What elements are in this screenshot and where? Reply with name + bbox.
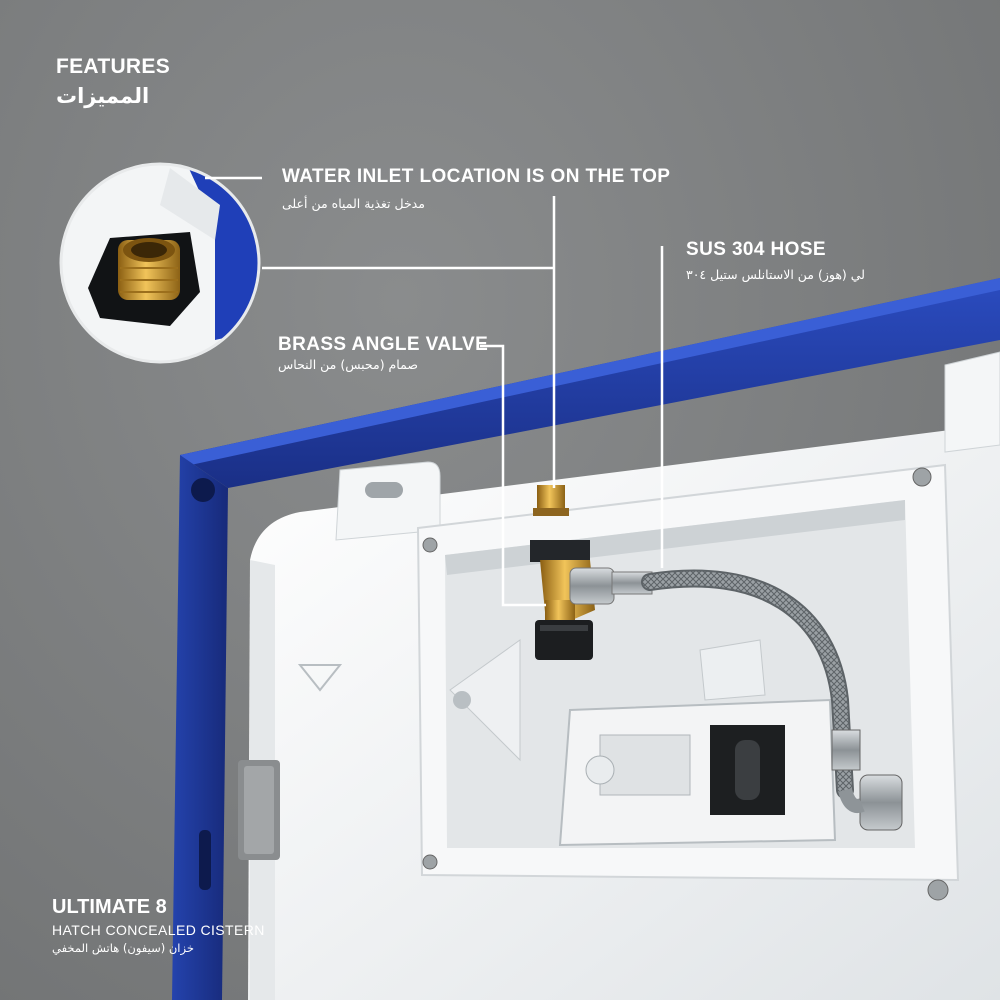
features-title-arabic: المميزات (56, 84, 150, 108)
frame-hole (191, 478, 215, 502)
leader-lines (205, 176, 664, 607)
hose-end-nut (859, 774, 903, 831)
frame-left-post (172, 455, 228, 1000)
frame-slot (199, 830, 211, 890)
screw-icon (422, 854, 438, 870)
inlet-brass-fitting (537, 485, 565, 511)
screw-icon (422, 537, 438, 553)
mount-tab-slot (365, 482, 403, 498)
callout-angle-valve-title: BRASS ANGLE VALVE (278, 334, 489, 355)
hose-nut (569, 567, 615, 605)
screw-icon (912, 467, 932, 487)
product-name: ULTIMATE 8 (52, 896, 167, 918)
callout-water-inlet-arabic: مدخل تغذية المياه من أعلى (282, 196, 425, 211)
product-subtitle: HATCH CONCEALED CISTERN (52, 922, 265, 938)
mount-tab-left (335, 461, 441, 541)
callout-angle-valve-arabic: صمام (محبس) من النحاس (278, 357, 418, 372)
features-title: FEATURES (56, 55, 171, 78)
frame-top-beam-edge (180, 278, 1000, 466)
product-subtitle-arabic: خزان (سيفون) هاتش المخفي (52, 941, 194, 955)
mount-tab-right (944, 351, 1000, 453)
callout-hose-title: SUS 304 HOSE (686, 239, 826, 260)
screw-icon (927, 879, 949, 901)
callout-water-inlet-title: WATER INLET LOCATION IS ON THE TOP (282, 166, 671, 187)
callout-hose-arabic: لي (هوز) من الاستانلس ستيل ٣٠٤ (686, 267, 865, 282)
inlet-zoom-inset (59, 162, 261, 364)
